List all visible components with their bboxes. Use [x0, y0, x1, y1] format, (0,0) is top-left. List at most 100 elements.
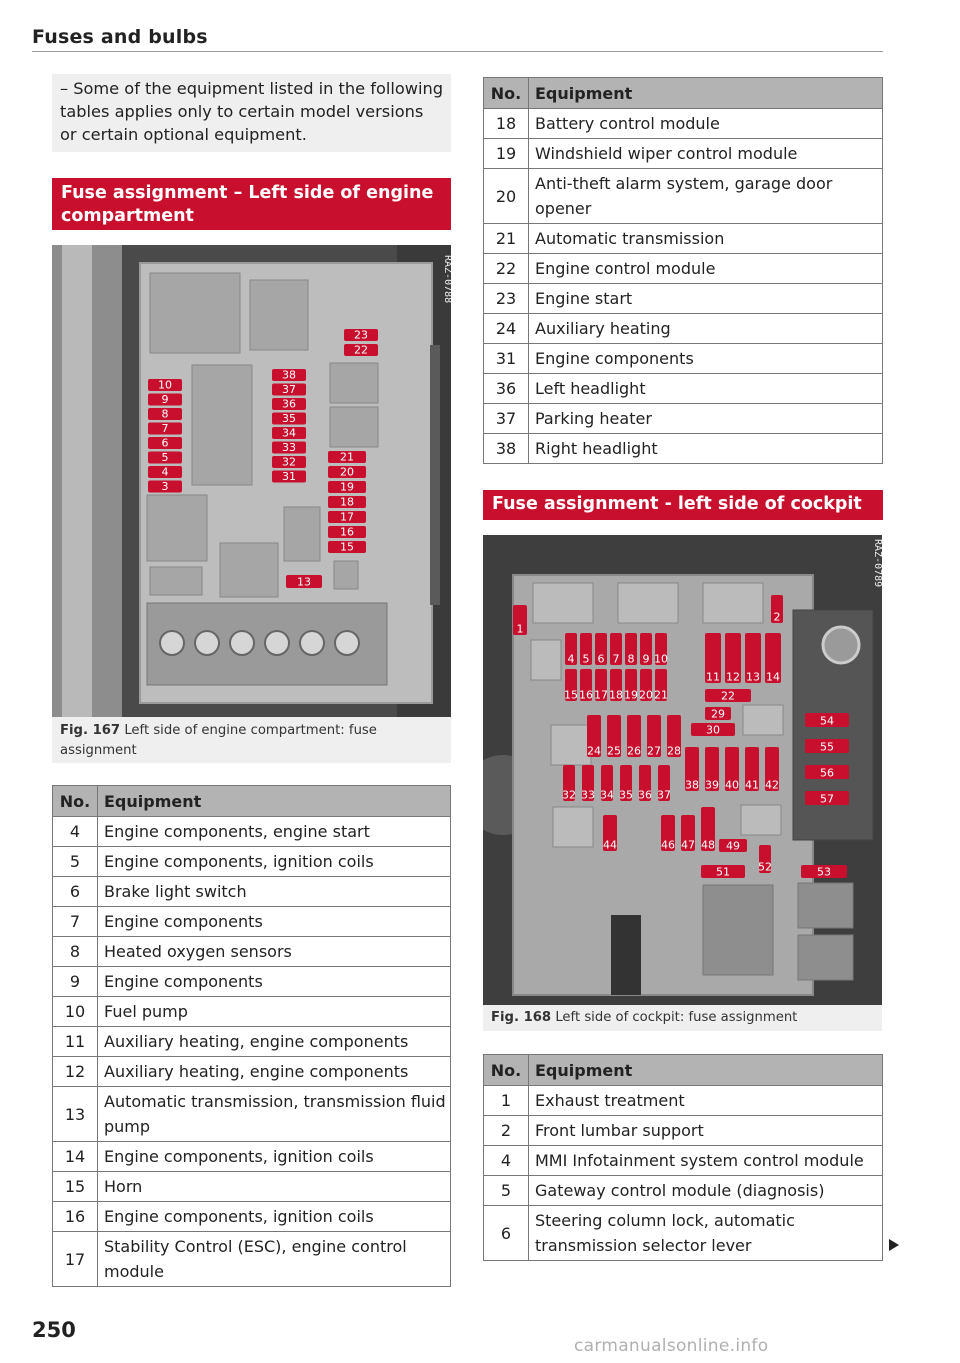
fuse-marker [771, 595, 783, 623]
fuse-marker [148, 379, 182, 391]
fuse-label: 7 [613, 653, 620, 666]
fuse-number: 4 [52, 816, 98, 847]
fuse-label: 36 [282, 398, 296, 411]
fuse-label: 51 [716, 866, 730, 879]
fuse-number: 38 [483, 433, 529, 464]
fuse-label: 22 [354, 344, 368, 357]
fuse-marker [580, 633, 592, 665]
fuse-equipment: Parking heater [528, 403, 883, 434]
fuse-marker [272, 470, 306, 483]
fuse-label: 10 [654, 653, 668, 666]
fuse-number: 10 [52, 996, 98, 1027]
fuse-number: 6 [52, 876, 98, 907]
fuse-label: 57 [820, 793, 834, 806]
fuse-label: 12 [726, 671, 740, 684]
fuse-label: 46 [661, 839, 675, 852]
fuse-marker [272, 441, 306, 454]
fuse-label: 31 [282, 470, 296, 483]
fuse-label: 8 [162, 408, 169, 421]
section-title-engine: Fuse assignment – Left side of engine co… [52, 178, 451, 230]
fuse-number: 31 [483, 343, 529, 374]
fuse-marker [272, 398, 306, 410]
fuse-marker [328, 481, 366, 493]
fuse-label: 2 [774, 611, 781, 624]
fuse-number: 4 [483, 1145, 529, 1176]
fuse-equipment: Right headlight [528, 433, 883, 464]
fuse-label: 5 [162, 451, 169, 464]
fuse-label: 6 [162, 437, 169, 450]
fuse-marker [705, 707, 731, 720]
bolt [334, 630, 360, 656]
fuse-label: 53 [817, 866, 831, 879]
col-header-no: No. [483, 77, 529, 109]
fuse-equipment: Steering column lock, automatic transmis… [528, 1205, 883, 1261]
fuse-marker [658, 765, 670, 801]
fuse-number: 24 [483, 313, 529, 344]
fuse-number: 14 [52, 1141, 98, 1172]
figure-code: RAZ-0788 [442, 255, 451, 303]
fuse-equipment: Windshield wiper control module [528, 138, 883, 169]
fuse-label: 34 [282, 427, 296, 440]
fuse-marker [805, 739, 849, 753]
fuse-marker [705, 633, 721, 683]
fuse-label: 7 [162, 422, 169, 435]
fuse-marker [655, 669, 667, 701]
fuse-equipment: Left headlight [528, 373, 883, 404]
fuse-label: 24 [587, 745, 601, 758]
fuse-marker [610, 669, 622, 701]
page-header: Fuses and bulbs [32, 26, 208, 48]
fuse-number: 36 [483, 373, 529, 404]
fuse-marker [272, 383, 306, 396]
fuse-marker [344, 344, 378, 356]
bolt [229, 630, 255, 656]
fuse-label: 41 [745, 779, 759, 792]
fuse-marker [286, 575, 322, 588]
fuse-label: 37 [282, 383, 296, 396]
fuse-label: 29 [711, 708, 725, 721]
fuse-marker [625, 633, 637, 665]
fuse-marker [580, 669, 592, 701]
caption-text: Left side of cockpit: fuse assignment [555, 1010, 798, 1025]
fuse-number: 6 [483, 1205, 529, 1261]
fuse-label: 11 [706, 671, 720, 684]
figure-caption-168: Fig. 168 Left side of cockpit: fuse assi… [483, 1005, 882, 1031]
fuse-marker [563, 765, 575, 801]
fuse-label: 16 [340, 526, 354, 539]
fuse-label: 35 [619, 789, 633, 802]
fuse-label: 54 [820, 715, 834, 728]
fuse-marker [148, 451, 182, 464]
fuse-label: 33 [282, 441, 296, 454]
col-header-no: No. [483, 1054, 529, 1086]
fuse-marker [328, 541, 366, 553]
fuse-marker [565, 633, 577, 665]
fuse-label: 35 [282, 412, 296, 425]
fuse-number: 2 [483, 1115, 529, 1146]
fuse-label: 23 [354, 329, 368, 342]
fuse-marker [607, 715, 621, 757]
fuse-marker [725, 747, 739, 791]
fuse-label: 5 [583, 653, 590, 666]
fuse-label: 38 [685, 779, 699, 792]
caption-label: Fig. 168 [491, 1010, 552, 1025]
fuse-marker [148, 422, 182, 435]
caption-text: Left side of engine compartment: fuse as… [60, 723, 377, 758]
fuse-equipment: Engine components [97, 966, 451, 997]
fuse-label: 32 [562, 789, 576, 802]
fuse-marker [759, 845, 771, 873]
fuse-label: 21 [340, 451, 354, 464]
fuse-number: 21 [483, 223, 529, 254]
bolt [299, 630, 325, 656]
caption-label: Fig. 167 [60, 723, 121, 738]
fuse-marker [595, 633, 607, 665]
fuse-number: 16 [52, 1201, 98, 1232]
